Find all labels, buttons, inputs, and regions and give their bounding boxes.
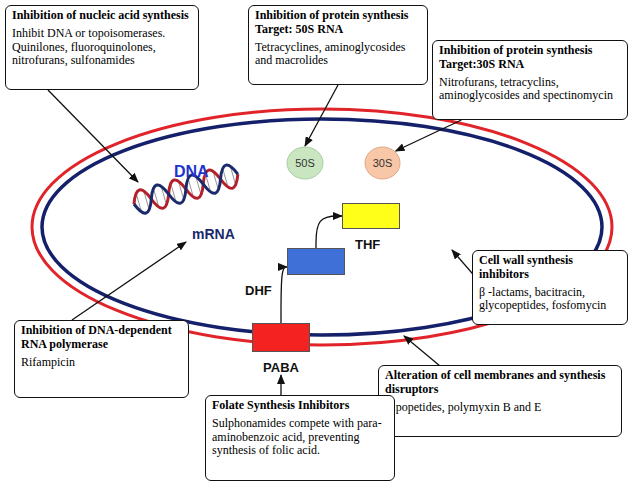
- leader-arrow: [404, 336, 440, 366]
- mechanism-box: Cell wall synthesis inhibitors β -lactams…: [472, 250, 628, 325]
- subunit-label: 50S: [286, 146, 324, 180]
- metabolite-rect: [342, 203, 400, 229]
- metabolite-block: THF: [342, 203, 400, 229]
- box-body: Rifampicin: [21, 356, 182, 370]
- pathway-arrow: [396, 120, 462, 151]
- box-body: Tetracyclines, aminoglycosides and macro…: [255, 41, 421, 69]
- mechanism-box: Inhibition of protein synthesis Target:3…: [432, 40, 628, 120]
- subunit-circle: [365, 147, 400, 179]
- box-heading: Alteration of cell membranes and synthes…: [385, 369, 615, 397]
- mechanism-box: Inhibition of DNA-dependent RNA polymera…: [14, 320, 189, 398]
- box-heading: Cell wall synthesis inhibitors: [479, 254, 621, 282]
- leader-arrow: [48, 90, 138, 182]
- box-heading: Inhibition of protein synthesis Target:3…: [439, 44, 621, 72]
- mechanism-box: Inhibition of protein synthesis Target: …: [248, 5, 428, 85]
- pathway-arrow: [316, 216, 342, 248]
- mechanism-box: Inhibition of nucleic acid synthesisInhi…: [5, 5, 199, 90]
- box-heading: Inhibition of protein synthesis Target: …: [255, 9, 421, 37]
- subunit-label: 30S: [364, 146, 401, 180]
- mrna-label: mRNA: [192, 226, 235, 242]
- pathway-arrow: [280, 375, 281, 395]
- box-heading: Folate Synthesis Inhibitors: [212, 399, 388, 413]
- leader-arrow: [72, 242, 186, 320]
- box-body: β -lactams, bacitracin, glycopeptides, f…: [479, 286, 621, 314]
- subunit-circle: [287, 147, 323, 179]
- ribosome-subunit: 30S: [364, 146, 401, 180]
- metabolite-block: DHF: [287, 248, 345, 275]
- box-heading: Inhibition of DNA-dependent RNA polymera…: [21, 324, 182, 352]
- box-body: Inhibit DNA or topoisomerases. Quinilone…: [12, 27, 192, 68]
- metabolite-rect: [252, 323, 310, 352]
- box-body: Lipopetides, polymyxin B and E: [385, 401, 615, 415]
- metabolite-label: THF: [355, 237, 380, 252]
- metabolite-label: PABA: [252, 360, 310, 375]
- metabolite-rect: [287, 248, 345, 275]
- mechanism-box: Folate Synthesis InhibitorsSulphonamides…: [205, 395, 395, 481]
- dna-label: DNA: [174, 163, 209, 181]
- mechanism-box: Alteration of cell membranes and synthes…: [378, 365, 622, 437]
- dna-helix: [131, 163, 241, 216]
- ribosome-subunit: 50S: [286, 146, 324, 180]
- pathway-arrow: [305, 85, 338, 146]
- metabolite-block: PABA: [252, 323, 310, 375]
- box-heading: Inhibition of nucleic acid synthesis: [12, 9, 192, 23]
- box-body: Nitrofurans, tetracyclins, aminoglycosid…: [439, 76, 621, 104]
- metabolite-label: DHF: [245, 283, 272, 298]
- box-body: Sulphonamides compete with para-aminoben…: [212, 417, 388, 458]
- pathway-arrow: [281, 267, 287, 323]
